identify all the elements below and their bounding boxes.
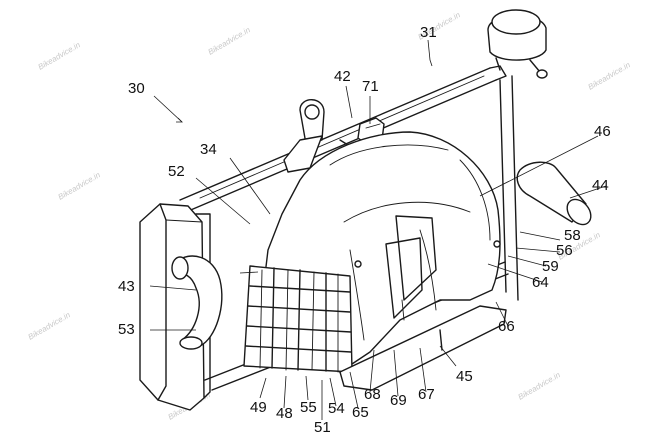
mount-bracket <box>283 99 325 173</box>
numeral-67: 67 <box>418 386 435 403</box>
numeral-68: 68 <box>364 386 381 403</box>
watermark: Bikeadvice.in <box>587 60 633 92</box>
numeral-49: 49 <box>250 399 267 416</box>
leader-lines <box>149 39 607 420</box>
numeral-54: 54 <box>328 400 345 417</box>
right-hose <box>516 161 592 226</box>
numeral-64: 64 <box>532 274 549 291</box>
left-hose <box>171 255 223 350</box>
numeral-46: 46 <box>594 123 611 140</box>
arrow-30 <box>176 117 183 123</box>
watermark: Bikeadvice.in <box>27 310 73 342</box>
numeral-59: 59 <box>542 258 559 275</box>
numeral-66: 66 <box>498 318 515 335</box>
watermark: Bikeadvice.in <box>517 370 563 402</box>
numeral-69: 69 <box>390 392 407 409</box>
numeral-51: 51 <box>314 419 331 436</box>
louver-grille <box>243 265 353 373</box>
numeral-53: 53 <box>118 321 135 338</box>
numeral-65: 65 <box>352 404 369 421</box>
numeral-45: 45 <box>456 368 473 385</box>
numeral-56: 56 <box>556 242 573 259</box>
numeral-48: 48 <box>276 405 293 422</box>
right-vertical-pipe <box>499 75 519 301</box>
numeral-30: 30 <box>128 80 145 97</box>
numeral-31: 31 <box>420 24 437 41</box>
numeral-71: 71 <box>362 78 379 95</box>
numeral-58: 58 <box>564 227 581 244</box>
watermark: Bikeadvice.in <box>57 170 103 202</box>
numeral-55: 55 <box>300 399 317 416</box>
watermark: Bikeadvice.in <box>207 25 253 57</box>
numeral-34: 34 <box>200 141 217 158</box>
watermark: Bikeadvice.in <box>37 40 83 72</box>
reference-numerals: 30 31 34 42 43 44 45 46 48 49 51 52 53 5… <box>118 24 611 436</box>
upper-frame-rail <box>179 65 507 213</box>
base-plate <box>339 305 507 391</box>
numeral-42: 42 <box>334 68 351 85</box>
numeral-52: 52 <box>168 163 185 180</box>
reservoir-tank <box>487 9 548 79</box>
numeral-43: 43 <box>118 278 135 295</box>
numeral-44: 44 <box>592 177 609 194</box>
